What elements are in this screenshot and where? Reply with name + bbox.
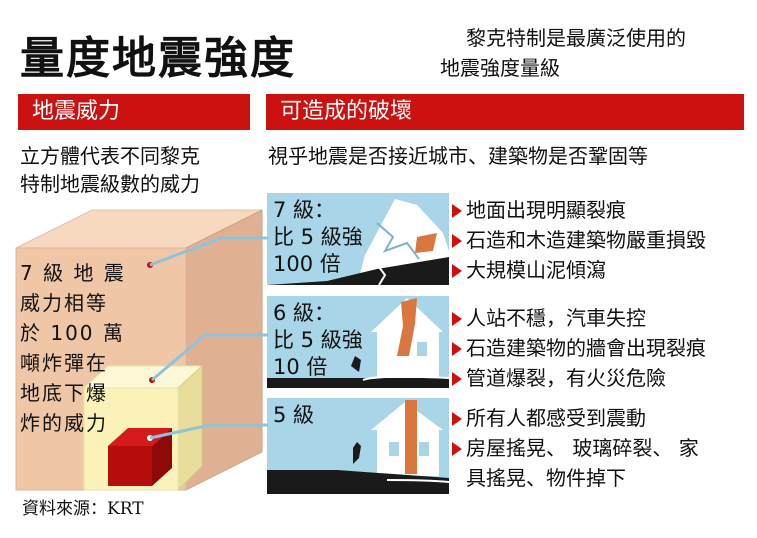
cube-description: 7 級 地 震 威力相等 於 100 萬 噸炸彈在 地底下爆 炸的威力 [20,261,126,435]
broken-chimney-icon [415,233,437,253]
section-header-power: 地震威力 [18,94,250,134]
list-item: 人站不穩，汽車失控 [452,302,646,331]
building-crack-icon [376,222,420,260]
ground-icon [267,378,449,388]
page-title: 量度地震強度 [20,33,296,84]
walking-person-icon [353,442,361,464]
effect-text: 所有人都感受到震動 [466,406,646,430]
effect-text: 房屋搖晃、 玻璃碎裂、 家 [466,436,699,460]
connector-line-6 [151,333,268,382]
level-6-panel: 6 級： 比 5 級強 10 倍 [267,296,449,388]
bullet-arrow-icon [452,412,462,426]
list-item-continuation: 具搖晃、物件掉下 [466,462,626,491]
small-cube-top [108,428,172,446]
effect-text: 石造和木造建築物嚴重損毀 [466,228,706,252]
connector-line-5 [149,423,268,440]
list-item: 地面出現明顯裂痕 [452,194,626,223]
effect-text: 人站不穩，汽車失控 [466,306,646,330]
level-7-label: 7 級： 比 5 級強 100 倍 [273,198,363,276]
source-credit: 資料來源：KRT [22,499,144,519]
subtitle-line-1: 黎克特制是最廣泛使用的 [466,26,686,50]
bullet-arrow-icon [452,342,462,356]
level-5-illustration [267,400,449,494]
level-5-label: 5 級 [273,403,315,427]
level-7-illustration [267,199,449,285]
small-cube-side [152,428,172,486]
section-header-power-label: 地震威力 [32,99,121,124]
effect-text: 石造建築物的牆會出現裂痕 [466,336,706,360]
bullet-arrow-icon [452,204,462,218]
level-5-panel: 5 級 [267,398,449,494]
level-6-illustration [267,298,449,388]
effect-text: 具搖晃、物件掉下 [466,466,626,490]
effect-text: 大規模山泥傾瀉 [466,258,606,282]
ground-icon [267,257,449,285]
pipe-icon [362,375,449,381]
level-6-label: 6 級： 比 5 級強 10 倍 [273,301,363,379]
list-item: 所有人都感受到震動 [452,402,646,431]
house-window-icon [417,342,427,356]
cube-caption-line-2: 特制地震級數的威力 [20,172,200,196]
bullet-arrow-icon [452,312,462,326]
cube-caption-line-1: 立方體代表不同黎克 [20,144,200,168]
damage-caption: 視乎地震是否接近城市、建築物是否鞏固等 [268,144,648,168]
ground-crack-icon [378,266,387,285]
list-item: 管道爆裂，有火災危險 [452,362,666,391]
bullet-arrow-icon [452,264,462,278]
level-7-panel: 7 級： 比 5 級強 100 倍 [267,193,449,285]
ground-icon [267,470,449,494]
house-window-left-icon [389,442,399,456]
effect-text: 地面出現明顯裂痕 [466,198,626,222]
chimney-icon [397,298,417,356]
section-header-damage: 可造成的破壞 [266,94,744,134]
bullet-arrow-icon [452,442,462,456]
falling-person-icon [351,356,361,372]
chimney-icon [405,400,417,474]
pipe-icon [386,479,449,483]
list-item: 大規模山泥傾瀉 [452,254,606,283]
list-item: 石造建築物的牆會出現裂痕 [452,332,706,361]
bullet-arrow-icon [452,234,462,248]
list-item: 房屋搖晃、 玻璃碎裂、 家 [452,432,699,461]
section-header-damage-label: 可造成的破壞 [280,99,413,124]
small-cube-front [108,446,152,486]
effect-text: 管道爆裂，有火災危險 [466,366,666,390]
house-window-right-icon [419,442,429,456]
bullet-arrow-icon [452,372,462,386]
list-item: 石造和木造建築物嚴重損毀 [452,224,706,253]
subtitle-line-2: 地震強度量級 [440,56,560,80]
connector-line-7 [149,236,268,267]
